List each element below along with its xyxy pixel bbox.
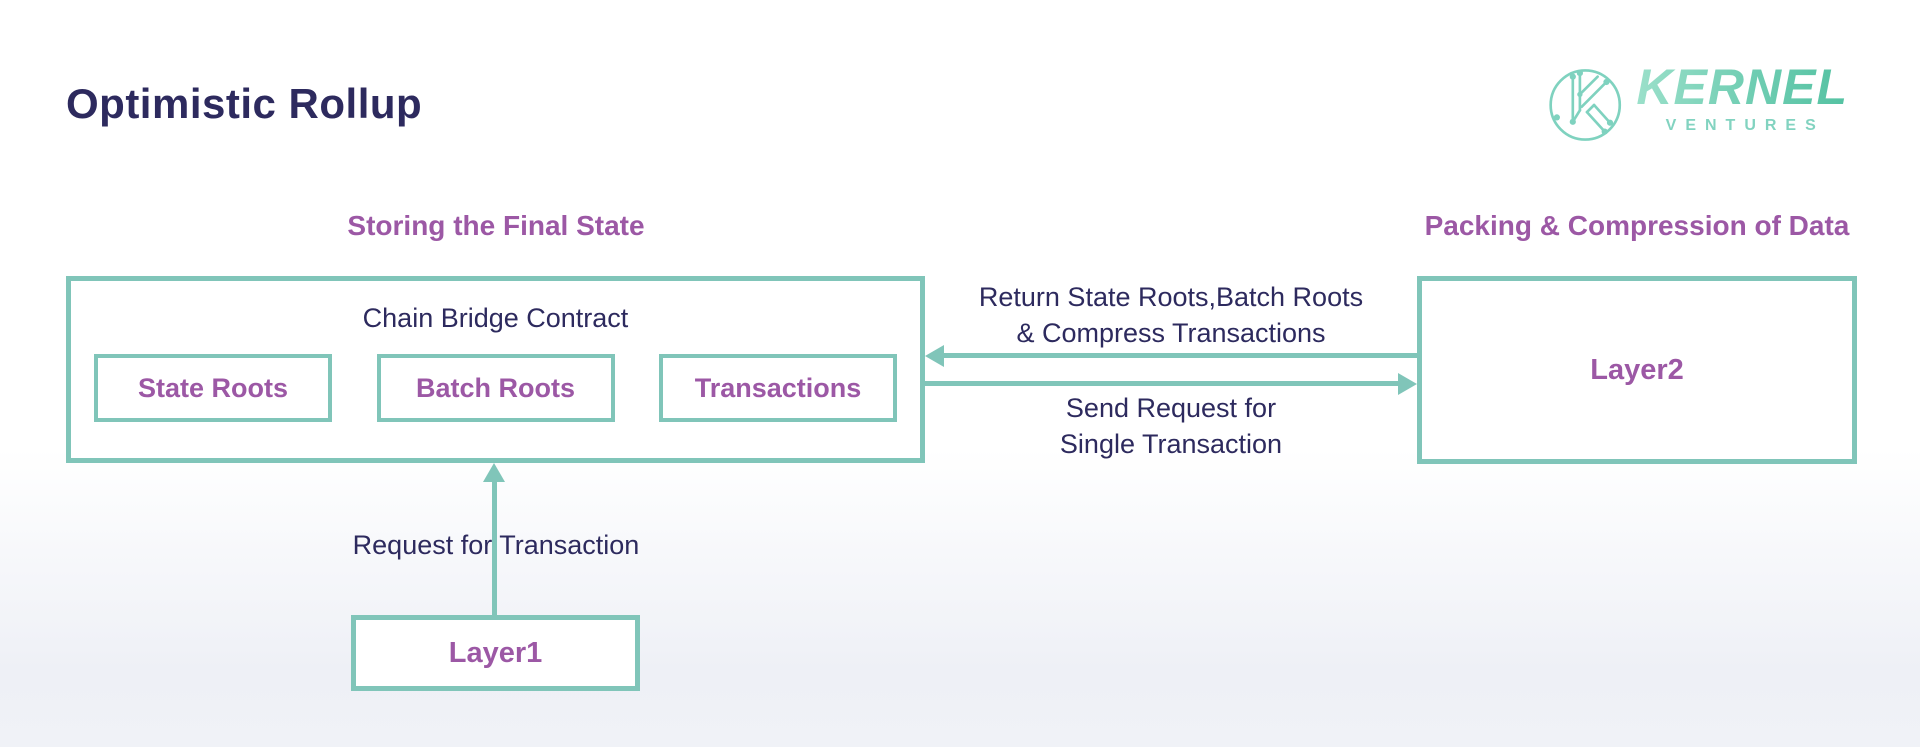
transactions-box: Transactions [659, 354, 897, 422]
send-arrow-label: Send Request for Single Transaction [1059, 393, 1283, 459]
section-label-packing-compression: Packing & Compression of Data [1424, 210, 1850, 241]
chain-bridge-contract-box: Chain Bridge Contract State Roots Batch … [66, 276, 925, 463]
return-arrow-label: Return State Roots,Batch Roots & Compres… [978, 282, 1364, 348]
batch-roots-box: Batch Roots [376, 354, 615, 422]
request-arrow-line [492, 481, 497, 615]
layer1-label: Layer1 [448, 636, 543, 669]
logo-name: KERNEL [1636, 59, 1848, 115]
page-title: Optimistic Rollup [66, 80, 423, 127]
layer2-label: Layer2 [1590, 353, 1684, 386]
request-arrow-label: Request for Transaction [352, 530, 640, 560]
kernel-ventures-logo: KERNEL VENTURES [1548, 54, 1848, 164]
layer1-box: Layer1 [351, 615, 640, 691]
state-roots-box: State Roots [94, 354, 332, 422]
logo-subtitle: VENTURES [1665, 117, 1825, 134]
chain-bridge-items-row: State Roots Batch Roots Transactions [71, 354, 920, 422]
chain-bridge-contract-title: Chain Bridge Contract [362, 303, 629, 333]
layer2-box: Layer2 [1417, 276, 1857, 464]
section-label-storing-final-state: Storing the Final State [347, 210, 645, 241]
send-arrow-head-icon [1398, 373, 1417, 395]
logo-wordmark: KERNEL VENTURES [1636, 62, 1848, 135]
return-arrow-line [944, 353, 1417, 358]
send-arrow-line [925, 381, 1398, 386]
return-arrow-head-icon [925, 345, 944, 367]
kernel-logo-icon [1549, 69, 1622, 141]
request-arrow-head-icon [483, 463, 505, 482]
